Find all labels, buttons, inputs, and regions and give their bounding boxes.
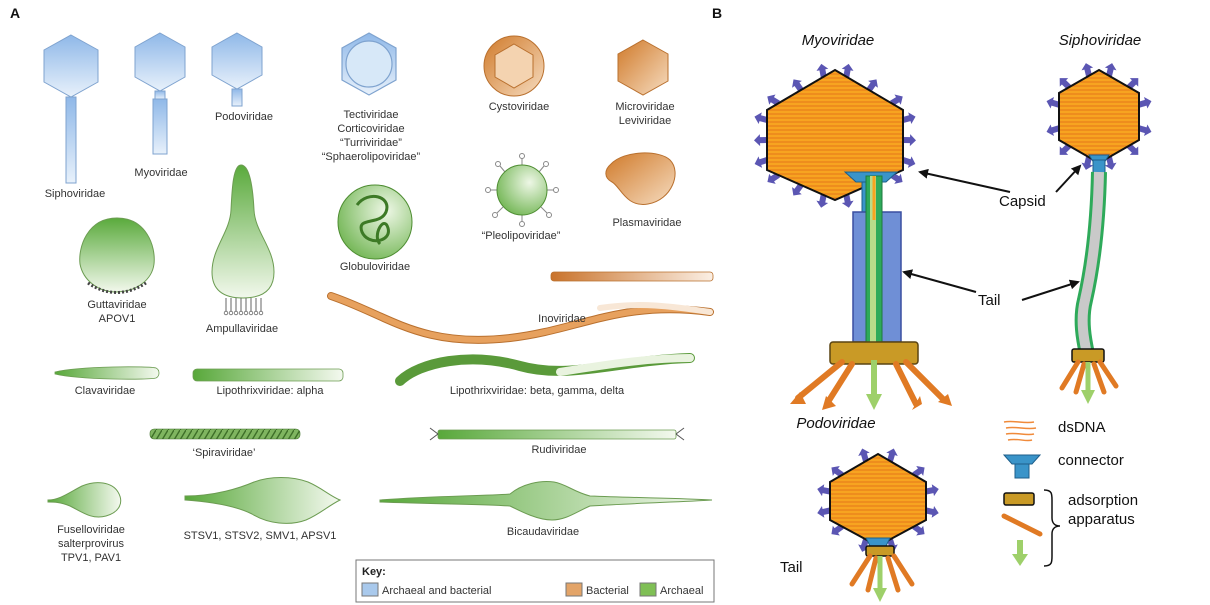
myoviridae-phage-diagram bbox=[753, 63, 952, 410]
fuselloviridae-virion bbox=[48, 483, 121, 517]
tectiviridae-label-1: Tectiviridae bbox=[343, 109, 398, 121]
adsorption-brace bbox=[1044, 490, 1060, 566]
key-title: Key: bbox=[362, 566, 386, 578]
plasmaviridae-label: Plasmaviridae bbox=[612, 217, 681, 229]
tail-label: Tail bbox=[978, 292, 1001, 309]
podoviridae-virion bbox=[212, 33, 262, 106]
siphoviridae-phage-diagram bbox=[1045, 62, 1153, 404]
tail-fiber-legend-icon bbox=[1004, 516, 1040, 534]
capsid-protein-arrow bbox=[925, 483, 940, 497]
myoviridae-virion bbox=[135, 33, 185, 154]
key-label: Bacterial bbox=[586, 585, 629, 597]
baseplate-legend-icon bbox=[1004, 493, 1034, 505]
adsorption-label-2: apparatus bbox=[1068, 511, 1135, 528]
guttaviridae-label-2: APOV1 bbox=[99, 313, 136, 325]
adsorption-label-1: adsorption bbox=[1068, 492, 1138, 509]
ampullaviridae-label: Ampullaviridae bbox=[206, 323, 278, 335]
capsid-protein-arrow bbox=[816, 505, 831, 519]
lipothrix-alpha-label: Lipothrixviridae: alpha bbox=[216, 385, 324, 397]
lipothrix-beta-label: Lipothrixviridae: beta, gamma, delta bbox=[450, 385, 625, 397]
myoviridae-label: Myoviridae bbox=[134, 167, 187, 179]
inoviridae-long-virion bbox=[331, 296, 710, 340]
tectiviridae-label-3: “Turriviridae” bbox=[340, 137, 402, 149]
siphoviridae-label: Siphoviridae bbox=[45, 188, 106, 200]
rudiviridae-virion bbox=[430, 428, 684, 440]
clavaviridae-virion bbox=[55, 367, 159, 379]
siphoviridae-virion bbox=[44, 35, 98, 183]
stsv-label: STSV1, STSV2, SMV1, APSV1 bbox=[184, 530, 337, 542]
panel-b-letter: B bbox=[712, 5, 722, 21]
key-label: Archaeal and bacterial bbox=[382, 585, 491, 597]
connector-label: connector bbox=[1058, 452, 1124, 469]
ampullaviridae-virion bbox=[212, 165, 274, 315]
fusello-label-3: TPV1, PAV1 bbox=[61, 552, 121, 564]
spike-legend-icon bbox=[1012, 540, 1028, 566]
capsid-protein-arrow bbox=[903, 134, 916, 146]
key-label: Archaeal bbox=[660, 585, 703, 597]
lipothrix-alpha-virion bbox=[193, 369, 343, 381]
microviridae-label-1: Microviridae bbox=[615, 101, 674, 113]
panel-b-siphoviridae-title: Siphoviridae bbox=[1059, 32, 1142, 49]
clavaviridae-label: Clavaviridae bbox=[75, 385, 136, 397]
spiraviridae-virion bbox=[150, 429, 300, 439]
microviridae-virion bbox=[618, 40, 668, 95]
podo-tail-label: Tail bbox=[780, 559, 803, 576]
key-swatch bbox=[362, 583, 378, 596]
pleolipoviridae-label: “Pleolipoviridae” bbox=[482, 230, 561, 242]
tectiviridae-label-2: Corticoviridae bbox=[337, 123, 404, 135]
spiraviridae-label: ‘Spiraviridae’ bbox=[193, 447, 256, 459]
stsv-virion bbox=[185, 478, 340, 524]
lipothrix-beta-virion bbox=[400, 358, 690, 381]
capsid-protein-arrow bbox=[925, 505, 940, 519]
cystoviridae-virion bbox=[484, 36, 544, 96]
key-swatch bbox=[566, 583, 582, 596]
tectiviridae-virion bbox=[342, 33, 396, 95]
rudiviridae-label: Rudiviridae bbox=[531, 444, 586, 456]
panel-a-letter: A bbox=[10, 5, 20, 21]
bicaudaviridae-label: Bicaudaviridae bbox=[507, 526, 579, 538]
plasmaviridae-virion bbox=[606, 153, 675, 205]
podoviridae-phage-diagram bbox=[816, 447, 940, 602]
globuloviridae-virion bbox=[338, 185, 412, 259]
capsid-protein-arrow bbox=[816, 483, 831, 497]
dsdna-legend-icon bbox=[1004, 421, 1036, 440]
globuloviridae-label: Globuloviridae bbox=[340, 261, 410, 273]
tectiviridae-label-4: “Sphaerolipoviridae” bbox=[322, 151, 421, 163]
fusello-label-1: Fuselloviridae bbox=[57, 524, 125, 536]
bicaudaviridae-virion bbox=[380, 482, 712, 521]
inoviridae-label: Inoviridae bbox=[538, 313, 586, 325]
capsid-protein-arrow bbox=[754, 134, 767, 146]
guttaviridae-virion bbox=[80, 218, 155, 293]
panel-b-myoviridae-title: Myoviridae bbox=[802, 32, 875, 49]
microviridae-label-2: Leviviridae bbox=[619, 115, 672, 127]
guttaviridae-label-1: Guttaviridae bbox=[87, 299, 146, 311]
cystoviridae-label: Cystoviridae bbox=[489, 101, 550, 113]
inoviridae-short-virion bbox=[551, 272, 713, 281]
capsid-annotation bbox=[920, 166, 1080, 192]
capsid-label: Capsid bbox=[999, 193, 1046, 210]
key-swatch bbox=[640, 583, 656, 596]
fusello-label-2: salterprovirus bbox=[58, 538, 125, 550]
podoviridae-label: Podoviridae bbox=[215, 111, 273, 123]
panel-b-podoviridae-title: Podoviridae bbox=[796, 415, 875, 432]
pleolipoviridae-virion bbox=[486, 154, 559, 227]
dsdna-label: dsDNA bbox=[1058, 419, 1106, 436]
connector-legend-icon bbox=[1004, 455, 1040, 478]
